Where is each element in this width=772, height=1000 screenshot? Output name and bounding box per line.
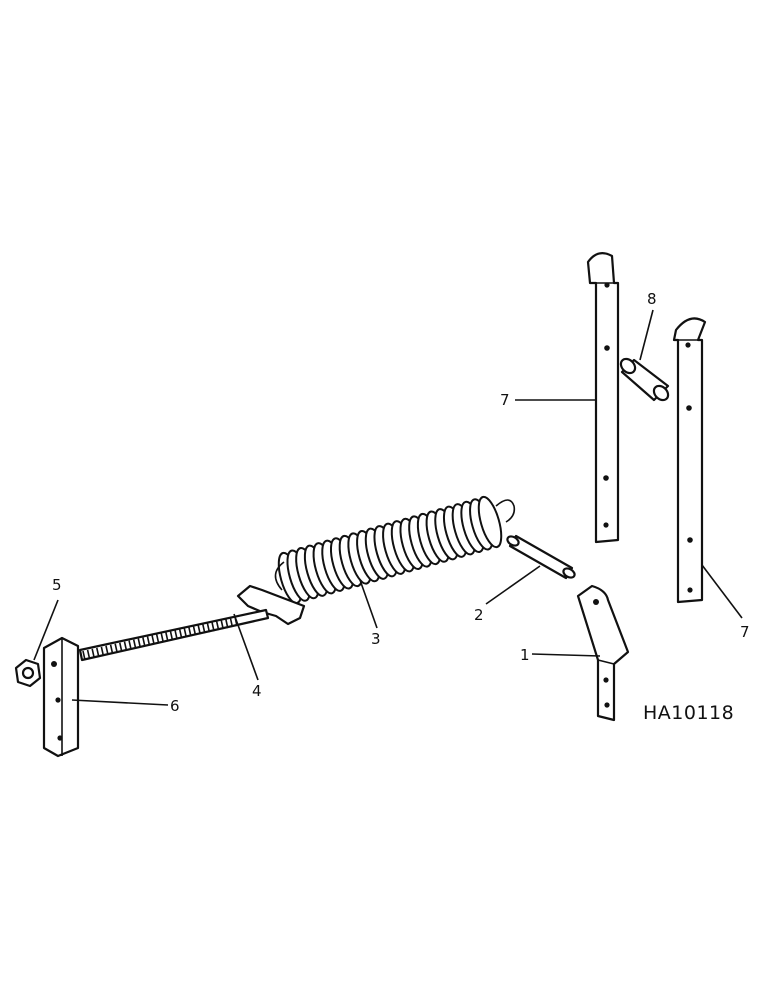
rod-thread (151, 635, 155, 645)
rod-thread (128, 640, 132, 650)
rod-thread (174, 630, 178, 640)
bracket (576, 584, 630, 722)
rod-thread (211, 622, 215, 632)
rod-thread (146, 636, 151, 646)
spring-hook-right (495, 499, 516, 523)
rod-thread (105, 645, 109, 655)
leader-lines (33, 309, 743, 706)
rod-thread (82, 650, 86, 661)
callout-7-left: 7 (500, 391, 510, 409)
hex-nut (14, 658, 42, 688)
rod-thread (132, 639, 137, 649)
mounting-bar-left (586, 251, 620, 544)
anchor-plate (42, 636, 80, 758)
rod-thread (96, 647, 100, 658)
figure-id: HA10118 (643, 702, 734, 724)
threaded-rod (78, 584, 306, 662)
callout-2: 2 (474, 606, 484, 624)
rod-thread (114, 643, 118, 653)
callout-3: 3 (371, 630, 381, 648)
rod-thread (119, 642, 123, 652)
rod-thread (109, 644, 114, 654)
rod-thread (229, 617, 234, 628)
rod-thread (91, 648, 95, 659)
callout-8: 8 (647, 290, 657, 308)
pin (506, 534, 576, 580)
callout-7-right: 7 (740, 623, 750, 641)
callout-5: 5 (52, 576, 62, 594)
rod-thread (188, 627, 192, 637)
rod-thread (197, 625, 201, 635)
rod-thread (123, 641, 128, 651)
rod-thread (206, 623, 211, 633)
rod-thread (160, 633, 165, 643)
spring (274, 495, 516, 605)
mounting-bar-right (672, 317, 707, 604)
rod-thread (220, 619, 224, 630)
rod-thread (165, 632, 169, 642)
rod-thread (142, 637, 146, 647)
spring-hook-left (274, 561, 285, 591)
rod-thread (137, 638, 142, 648)
rod-thread (202, 624, 206, 634)
rod-thread (169, 631, 174, 641)
spacer-tube (619, 357, 670, 402)
callout-1: 1 (520, 646, 530, 664)
rod-thread (86, 649, 91, 660)
rod-thread (178, 629, 183, 639)
rod-thread (225, 618, 229, 629)
rod-thread (192, 626, 197, 636)
spring-coil (477, 495, 503, 549)
rod-thread (183, 628, 188, 638)
callout-4: 4 (252, 682, 262, 700)
rod-thread (100, 646, 105, 657)
callout-6: 6 (170, 697, 180, 715)
rod-thread (155, 634, 160, 644)
rod-thread (215, 620, 220, 631)
